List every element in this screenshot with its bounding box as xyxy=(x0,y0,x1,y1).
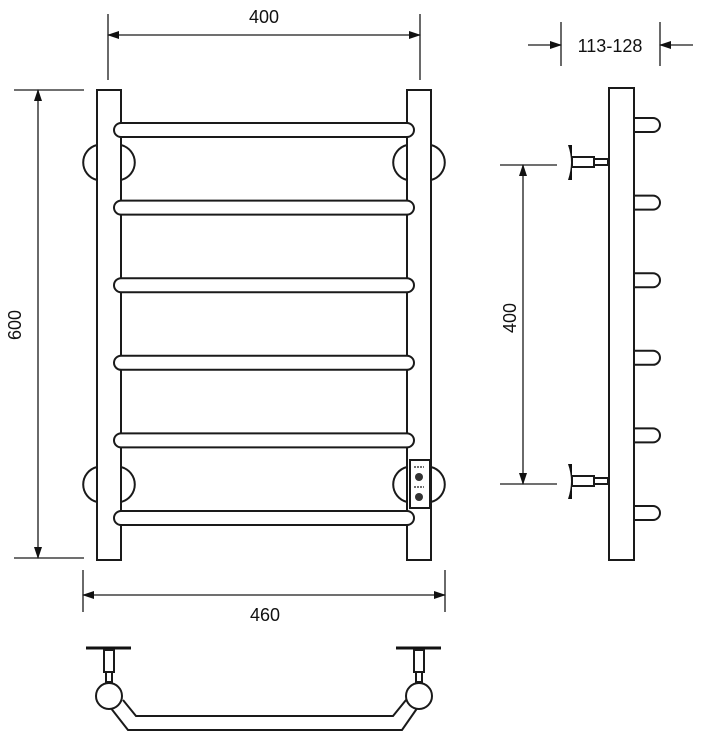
rung xyxy=(113,432,415,449)
thermostat-control xyxy=(409,459,431,509)
rung-end xyxy=(634,194,661,211)
rung xyxy=(113,122,415,138)
rung-end xyxy=(634,427,661,444)
side-view: 400 113-128 xyxy=(500,22,693,561)
rung-ends xyxy=(634,117,661,521)
rung-end xyxy=(634,349,661,366)
front-view: 400 600 460 xyxy=(5,7,446,625)
rung-end xyxy=(634,272,661,289)
rung xyxy=(113,354,415,371)
rung xyxy=(113,277,415,294)
rung xyxy=(113,199,415,216)
rung-end xyxy=(634,117,661,133)
side-mounts xyxy=(568,145,609,499)
top-view xyxy=(86,646,441,731)
wall-mounts xyxy=(82,144,446,503)
left-post xyxy=(96,89,122,561)
rungs xyxy=(113,122,415,526)
side-post xyxy=(608,87,635,561)
dim-front-axis-width: 400 xyxy=(249,7,279,27)
dim-wall-distance: 113-128 xyxy=(578,36,643,56)
rung-end xyxy=(634,505,661,521)
dim-front-overall-width: 460 xyxy=(250,605,280,625)
rung xyxy=(113,510,415,526)
dim-side-axis: 400 xyxy=(500,303,520,333)
dim-front-height: 600 xyxy=(5,310,25,340)
